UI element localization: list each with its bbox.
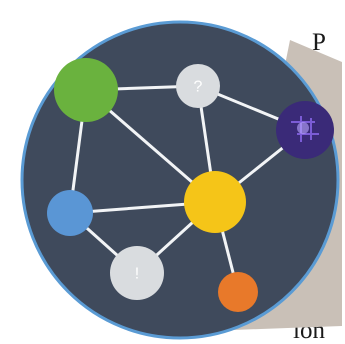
node-orange [218,272,258,312]
cropped-text-p: P [312,29,326,56]
node-exclaim-label: ! [135,266,139,283]
node-blue [47,190,93,236]
node-image [276,101,334,159]
node-question: ? [176,64,220,108]
node-green-circle [54,58,118,122]
node-yellow [184,171,246,233]
node-blue-circle [47,190,93,236]
node-exclaim-circle [110,246,164,300]
node-question-circle [176,64,220,108]
node-orange-circle [218,272,258,312]
image-node-glow [297,122,309,134]
node-question-label: ? [194,79,203,96]
node-exclaim: ! [110,246,164,300]
node-green [54,58,118,122]
node-yellow-circle [184,171,246,233]
network-nodes: ?! [47,58,334,312]
